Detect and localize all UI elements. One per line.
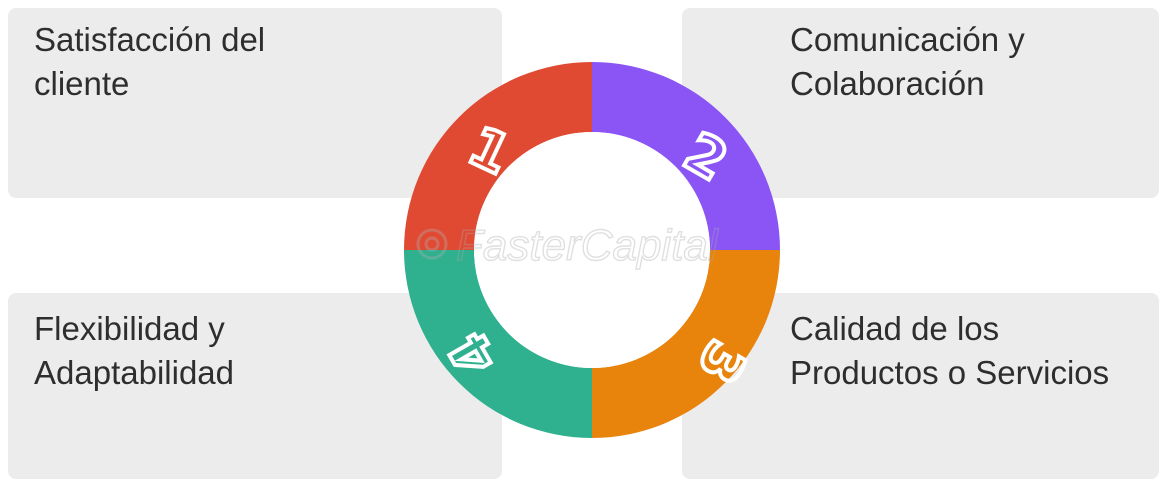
panel-line: Calidad de los (790, 310, 1000, 347)
ring-segment-3 (592, 250, 780, 438)
ring-segment-4 (404, 250, 592, 438)
panel-line: Flexibilidad y (34, 310, 225, 347)
panel-satisfaccion-text: Satisfacción del cliente (34, 18, 265, 106)
panel-flexibilidad-text: Flexibilidad y Adaptabilidad (34, 307, 234, 395)
gear-icon (416, 228, 448, 260)
panel-comunicacion: Comunicación y Colaboración (682, 8, 1159, 198)
panel-line: Comunicación y (790, 21, 1025, 58)
panel-line: Satisfacción del (34, 21, 266, 58)
ring-segment-1 (404, 62, 592, 250)
panel-line: Adaptabilidad (34, 354, 234, 391)
ring-segment-2 (592, 62, 780, 250)
watermark: FasterCapital (416, 220, 720, 271)
panel-calidad-text: Calidad de los Productos o Servicios (790, 307, 1109, 395)
panel-line: Colaboración (790, 65, 985, 102)
cycle-ring: FasterCapital 1 2 3 4 (404, 62, 780, 438)
panel-line: Productos o Servicios (790, 354, 1110, 391)
panel-comunicacion-text: Comunicación y Colaboración (790, 18, 1025, 106)
panel-satisfaccion: Satisfacción del cliente (8, 8, 502, 198)
watermark-text: FasterCapital (456, 221, 719, 270)
panel-line: cliente (34, 65, 130, 102)
ring-center (474, 132, 710, 368)
